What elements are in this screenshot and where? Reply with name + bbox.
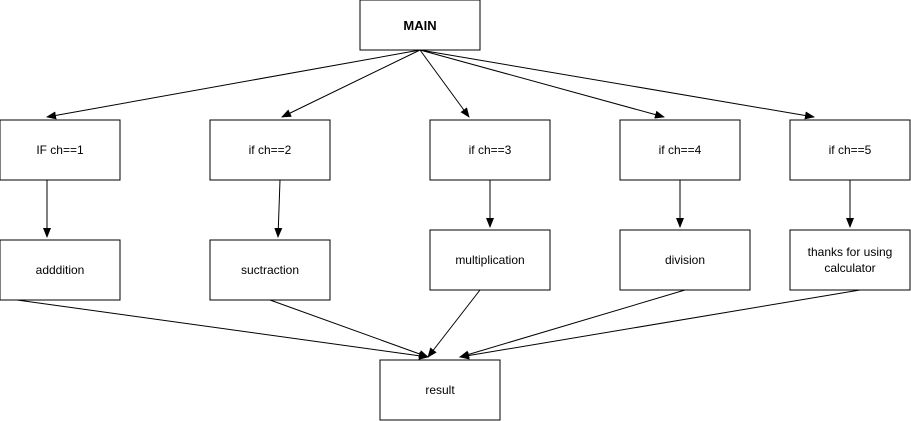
edge-main-to-cond1 xyxy=(46,49,421,120)
node-cond2: if ch==2 xyxy=(209,119,331,181)
node-cond5: if ch==5 xyxy=(789,119,911,181)
node-op5: thanks for using calculator xyxy=(789,229,911,291)
node-op2-label: suctraction xyxy=(241,263,299,277)
edge-cond2-to-op2 xyxy=(274,179,283,238)
node-cond1: IF ch==1 xyxy=(0,119,121,181)
node-op4-label: division xyxy=(665,253,705,267)
node-op1: adddition xyxy=(0,239,121,301)
edge-op1-to-result xyxy=(16,299,429,360)
node-cond1-label: IF ch==1 xyxy=(36,143,84,157)
edge-op4-to-result xyxy=(459,289,686,359)
node-cond4-label: if ch==4 xyxy=(659,143,702,157)
edge-op5-to-result xyxy=(459,289,861,360)
node-result-label: result xyxy=(425,383,455,397)
node-op3: multiplication xyxy=(429,229,551,291)
node-op5-label-line1: thanks for using xyxy=(808,245,893,259)
node-op1-label: adddition xyxy=(36,263,85,277)
edge-main-to-cond2 xyxy=(281,49,421,118)
node-op4: division xyxy=(619,229,751,291)
edge-main-to-cond4 xyxy=(419,49,665,119)
edge-op3-to-result xyxy=(427,289,481,358)
edge-main-to-cond5 xyxy=(419,49,815,120)
node-result: result xyxy=(379,359,501,421)
node-cond3: if ch==3 xyxy=(429,119,551,181)
edge-op2-to-result xyxy=(269,299,429,358)
node-cond4: if ch==4 xyxy=(619,119,741,181)
node-op3-label: multiplication xyxy=(455,253,524,267)
node-main-label: MAIN xyxy=(403,18,436,33)
node-op5-label-line2: calculator xyxy=(824,261,875,275)
node-main: MAIN xyxy=(359,0,481,51)
edge-main-to-cond3 xyxy=(419,49,470,118)
node-cond2-label: if ch==2 xyxy=(249,143,292,157)
node-op2: suctraction xyxy=(209,239,331,301)
node-cond3-label: if ch==3 xyxy=(469,143,512,157)
node-cond5-label: if ch==5 xyxy=(829,143,872,157)
